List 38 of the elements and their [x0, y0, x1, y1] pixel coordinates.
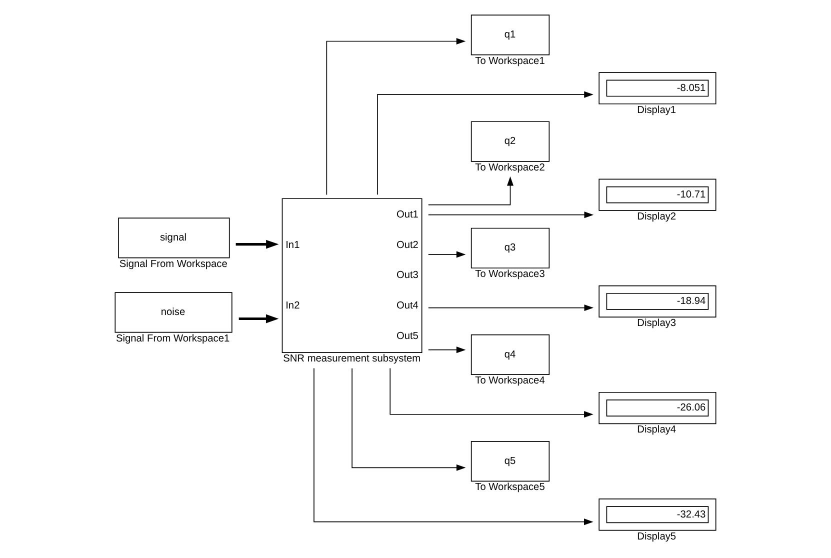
- node-box: q4: [470, 334, 550, 376]
- node-label: To Workspace4: [475, 376, 545, 387]
- node-box: -10.71: [598, 178, 716, 211]
- node-label: Display2: [637, 211, 676, 222]
- node-box: -8.051: [598, 72, 716, 104]
- node-label: Display3: [637, 318, 676, 330]
- arrow: [428, 346, 466, 354]
- node-box: q1: [470, 14, 550, 56]
- node-box: -18.94: [598, 285, 716, 318]
- node-box: signal: [118, 218, 230, 258]
- node-box: -32.43: [598, 498, 716, 531]
- arrow: [428, 212, 594, 218]
- node-box: -26.06: [598, 392, 716, 424]
- node-box: noise: [114, 292, 232, 333]
- node-label: Display1: [637, 104, 676, 116]
- node-label: To Workspace1: [475, 56, 545, 67]
- arrow: [428, 176, 514, 206]
- node-label: To Workspace5: [475, 482, 545, 494]
- arrow: [236, 240, 279, 249]
- node-label: Display4: [637, 424, 676, 436]
- node-label: Display5: [637, 531, 676, 542]
- arrow: [314, 368, 594, 526]
- node-label: To Workspace2: [475, 162, 545, 174]
- node-label: To Workspace3: [475, 268, 545, 280]
- arrow: [352, 368, 466, 471]
- arrow: [238, 314, 279, 324]
- node-label: Signal From Workspace1: [116, 333, 230, 344]
- arrow: [326, 38, 466, 196]
- arrow: [428, 304, 594, 312]
- node-label: SNR measurement subsystem: [283, 354, 421, 365]
- node-box: Out1 In1 Out2 Out3 In2 Out4 Out5: [282, 198, 422, 354]
- node-label: Signal From Workspace: [119, 258, 228, 270]
- node-box: q2: [470, 121, 550, 162]
- arrow: [377, 91, 594, 196]
- node-box: q3: [470, 228, 550, 268]
- arrow: [390, 368, 594, 418]
- node-box: q5: [470, 441, 550, 482]
- arrow: [428, 251, 466, 258]
